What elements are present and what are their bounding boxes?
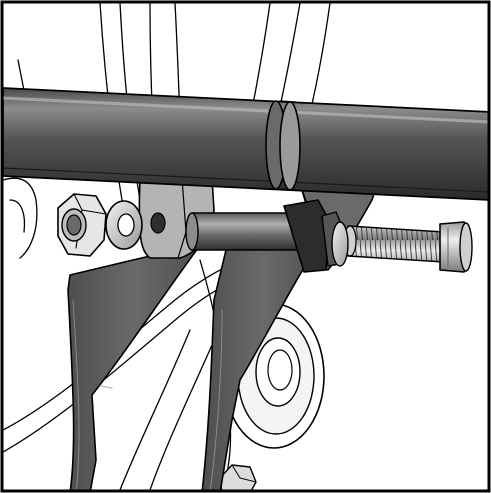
bottom-hex-nut — [219, 464, 257, 490]
left-mounting-bracket — [67, 247, 199, 490]
left-lug-hole — [150, 212, 166, 234]
bolt-washer — [331, 221, 349, 267]
flat-washer — [105, 200, 143, 250]
socket-head-cap — [439, 221, 473, 273]
horizontal-tube — [3, 87, 488, 201]
threaded-bolt — [343, 225, 445, 263]
hex-nut — [57, 193, 107, 257]
tube-coupling-sleeve — [265, 100, 301, 191]
